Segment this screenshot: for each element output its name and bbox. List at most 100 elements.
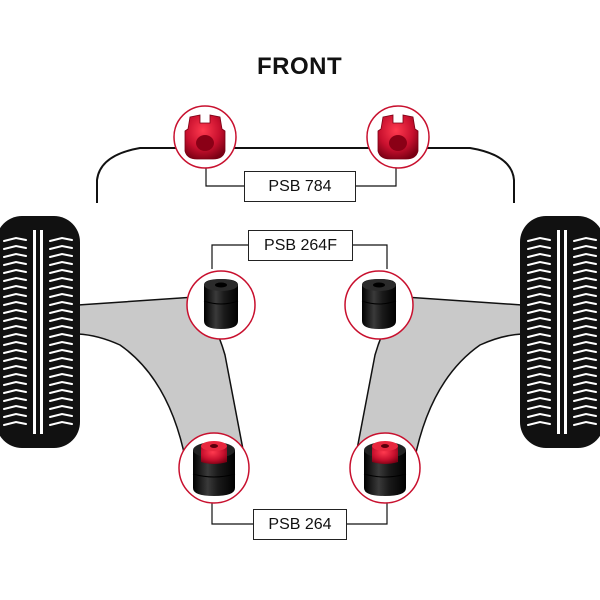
callout-arm-rear-bush-right — [349, 432, 421, 504]
tyre-tread-mark — [49, 316, 73, 322]
tyre-tread-mark — [527, 404, 551, 410]
tyre-tread-mark — [49, 388, 73, 394]
tyre-right — [520, 216, 600, 448]
label-psb784: PSB 784 — [244, 171, 356, 202]
tyre-tread-mark — [527, 372, 551, 378]
tyre-tread-mark — [573, 372, 597, 378]
tyre-tread-mark — [3, 244, 27, 250]
leader-psb264-left — [211, 501, 253, 525]
tyre-tread-mark — [573, 268, 597, 274]
tyre-tread-mark — [49, 252, 73, 258]
tyre-tread-mark — [573, 388, 597, 394]
tyre-tread-mark — [3, 364, 27, 370]
tyre-tread-mark — [527, 252, 551, 258]
tyre-tread-mark — [49, 300, 73, 306]
tyre-tread-mark — [527, 292, 551, 298]
tyre-tread-mark — [573, 348, 597, 354]
tyre-tread-mark — [49, 244, 73, 250]
tyre-tread-mark — [573, 396, 597, 402]
tyre-tread-mark — [573, 404, 597, 410]
callout-sway-bush-right — [366, 105, 430, 169]
tyre-tread-mark — [3, 284, 27, 290]
tyre-tread-mark — [49, 396, 73, 402]
label-psb264f: PSB 264F — [248, 230, 353, 261]
tyre-tread-mark — [527, 380, 551, 386]
tyre-tread-mark — [49, 292, 73, 298]
diagram-title: FRONT — [257, 53, 343, 80]
tyre-tread-mark — [49, 380, 73, 386]
tyre-tread-mark — [527, 236, 551, 242]
tyre-tread-mark — [527, 388, 551, 394]
tyre-tread-mark — [49, 260, 73, 266]
tyre-tread-mark — [573, 420, 597, 426]
tyre-tread-mark — [3, 404, 27, 410]
tyre-tread-mark — [3, 412, 27, 418]
label-psb264: PSB 264 — [253, 509, 347, 540]
tyre-tread-mark — [527, 332, 551, 338]
tyre-tread-mark — [49, 420, 73, 426]
tyre-tread-mark — [573, 244, 597, 250]
tyre-tread-mark — [527, 268, 551, 274]
callout-arm-rear-bush-left — [178, 432, 250, 504]
tyre-tread-mark — [573, 300, 597, 306]
tyre-tread-mark — [49, 284, 73, 290]
leader-psb264f-left — [211, 244, 248, 269]
tyre-tread-mark — [573, 356, 597, 362]
tyre-tread-mark — [3, 340, 27, 346]
tyre-tread-mark — [573, 252, 597, 258]
tyre-tread-mark — [527, 412, 551, 418]
leader-psb784-left — [205, 167, 244, 187]
tyre-tread-mark — [527, 260, 551, 266]
tyre-tread-mark — [49, 356, 73, 362]
leader-psb264-right — [347, 501, 388, 525]
tyre-tread-mark — [573, 332, 597, 338]
tyre-tread-mark — [527, 324, 551, 330]
anti-roll-bar — [96, 147, 515, 203]
tyre-tread-mark — [527, 396, 551, 402]
tyre-tread-mark — [3, 260, 27, 266]
tyre-tread-mark — [3, 396, 27, 402]
leader-psb784-right — [356, 167, 397, 187]
tyre-tread-mark — [49, 268, 73, 274]
tyre-tread-mark — [527, 284, 551, 290]
tyre-tread-mark — [3, 300, 27, 306]
tyre-tread-mark — [527, 364, 551, 370]
tyre-tread-mark — [573, 260, 597, 266]
tyre-tread-mark — [527, 348, 551, 354]
tyre-tread-mark — [3, 236, 27, 242]
tyre-tread-mark — [3, 356, 27, 362]
tyre-tread-mark — [49, 412, 73, 418]
tyre-tread-mark — [3, 388, 27, 394]
tyre-tread-mark — [49, 236, 73, 242]
callout-arm-front-bush-left — [186, 270, 256, 340]
tyre-tread-mark — [527, 308, 551, 314]
tyre-tread-mark — [573, 316, 597, 322]
tyre-tread-mark — [3, 348, 27, 354]
tyre-tread-mark — [527, 420, 551, 426]
tyre-tread-mark — [527, 244, 551, 250]
tyre-tread-mark — [49, 364, 73, 370]
tyre-tread-mark — [3, 252, 27, 258]
tyre-tread-mark — [3, 292, 27, 298]
tyre-tread-mark — [3, 324, 27, 330]
tyre-tread-mark — [3, 268, 27, 274]
tyre-tread-mark — [3, 276, 27, 282]
tyre-tread-mark — [3, 316, 27, 322]
leader-psb264f-right — [353, 244, 388, 269]
tyre-tread-mark — [49, 276, 73, 282]
tyre-tread-mark — [49, 372, 73, 378]
tyre-tread-mark — [573, 236, 597, 242]
tyre-tread-mark — [573, 340, 597, 346]
tyre-tread-mark — [573, 364, 597, 370]
tyre-tread-mark — [3, 420, 27, 426]
tyre-tread-mark — [573, 412, 597, 418]
tyre-tread-mark — [3, 332, 27, 338]
tyre-tread-mark — [573, 284, 597, 290]
tyre-tread-mark — [573, 380, 597, 386]
tyre-tread-mark — [49, 308, 73, 314]
tyre-tread-mark — [573, 292, 597, 298]
tyre-left — [0, 216, 80, 448]
tyre-tread-mark — [573, 324, 597, 330]
